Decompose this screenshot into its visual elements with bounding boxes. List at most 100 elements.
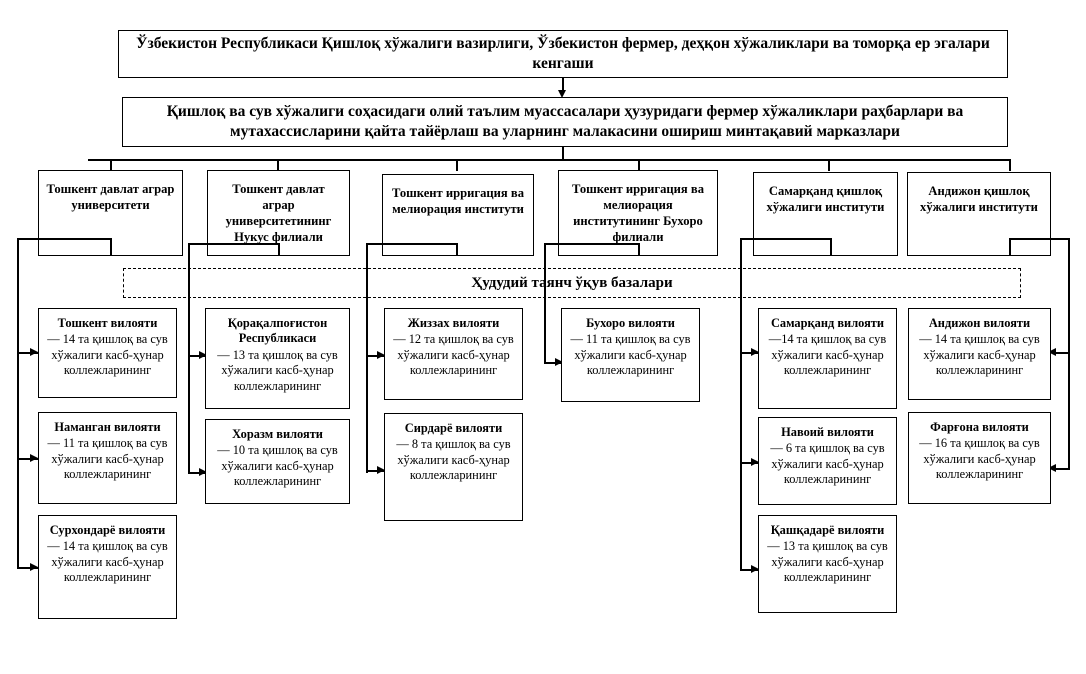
region-box[interactable]: Фарғона вилояти — 16 та қишлоқ ва сув хў… [908, 412, 1051, 504]
region-title: Фарғона вилояти [930, 420, 1029, 434]
route-inst4-out [544, 243, 640, 245]
feed-col1-row3 [17, 567, 39, 569]
arrow-col4-row1 [555, 358, 563, 366]
arrow-col5-row1 [751, 348, 759, 356]
rail-col2 [188, 243, 190, 473]
feed-col3-row1 [366, 355, 384, 357]
region-box[interactable]: Тошкент вилояти — 14 та қишлоқ ва сув хў… [38, 308, 177, 398]
region-box[interactable]: Сурхондарё вилояти — 14 та қишлоқ ва сув… [38, 515, 177, 619]
region-desc: — 6 та қишлоқ ва сув хўжалиги касб-ҳунар… [770, 441, 885, 487]
institution-label: Тошкент давлат аграр университети [46, 182, 175, 213]
route-inst6-out [1009, 238, 1069, 240]
route-inst3-out [366, 243, 458, 245]
arrow-col1-row1 [30, 348, 38, 356]
region-desc: —14 та қишлоқ ва сув хўжалиги касб-ҳунар… [768, 332, 887, 378]
region-title: Андижон вилояти [928, 316, 1031, 330]
ministry-label: Ўзбекистон Республикаси Қишлоқ хўжалиги … [136, 35, 990, 72]
region-title: Қорақалпоғистон Республикаси [227, 316, 328, 346]
route-inst5-down [830, 238, 832, 256]
region-desc: — 14 та қишлоқ ва сув хўжалиги касб-ҳуна… [47, 332, 168, 378]
region-desc: — 13 та қишлоқ ва сув хўжалиги касб-ҳуна… [217, 347, 338, 393]
region-desc: — 16 та қишлоқ ва сув хўжалиги касб-ҳуна… [919, 436, 1040, 482]
feed-col5-row3 [740, 569, 758, 571]
route-inst5-out [740, 238, 832, 240]
region-box[interactable]: Қашқадарё вилояти — 13 та қишлоқ ва сув … [758, 515, 897, 613]
institution-label: Тошкент давлат аграр университетининг Ну… [225, 182, 332, 245]
region-box[interactable]: Жиззах вилояти — 12 та қишлоқ ва сув хўж… [384, 308, 523, 400]
drop-institution-5 [828, 159, 830, 171]
drop-institution-2 [277, 159, 279, 171]
region-box[interactable]: Бухоро вилояти — 11 та қишлоқ ва сув хўж… [561, 308, 700, 402]
rail-col6 [1068, 238, 1070, 470]
feed-col6-row1 [1052, 352, 1070, 354]
route-inst2-down [278, 243, 280, 256]
feed-col4-row1 [544, 362, 562, 364]
drop-institution-1 [110, 159, 112, 171]
region-desc: — 11 та қишлоқ ва сув хўжалиги касб-ҳуна… [570, 332, 691, 378]
region-box[interactable]: Сирдарё вилояти — 8 та қишлоқ ва сув хўж… [384, 413, 523, 521]
region-box[interactable]: Наманган вилояти — 11 та қишлоқ ва сув х… [38, 412, 177, 504]
region-box[interactable]: Хоразм вилояти — 10 та қишлоқ ва сув хўж… [205, 419, 350, 504]
arrow-col6-row1 [1048, 348, 1056, 356]
rail-col1 [17, 238, 19, 568]
route-inst3-down [456, 243, 458, 256]
connector-ministry-to-centers [562, 78, 564, 94]
institution-box-6[interactable]: Андижон қишлоқ хўжалиги институти [907, 172, 1051, 256]
arrow-col2-row2 [199, 468, 207, 476]
feed-col2-row2 [188, 472, 206, 474]
institution-label: Самарқанд қишлоқ хўжалиги институти [766, 184, 885, 215]
region-desc: — 12 та қишлоқ ва сув хўжалиги касб-ҳуна… [393, 332, 514, 378]
route-inst1-down [110, 238, 112, 256]
institution-label: Тошкент ирригация ва мелиорация институт… [572, 182, 704, 245]
regional-centers-label: Қишлоқ ва сув хўжалиги соҳасидаги олий т… [166, 103, 964, 140]
region-title: Қашқадарё вилояти [770, 523, 885, 537]
arrow-col1-row3 [30, 563, 38, 571]
region-title: Жиззах вилояти [407, 316, 500, 330]
feed-col2-row1 [188, 355, 206, 357]
region-desc: — 13 та қишлоқ ва сув хўжалиги касб-ҳуна… [767, 539, 888, 585]
route-inst4-down [638, 243, 640, 256]
arrow-col5-row3 [751, 565, 759, 573]
feed-col6-row2 [1052, 468, 1070, 470]
region-title: Самарқанд вилояти [770, 316, 885, 330]
region-box[interactable]: Навоий вилояти — 6 та қишлоқ ва сув хўжа… [758, 417, 897, 505]
arrow-col2-row1 [199, 351, 207, 359]
institution-box-4[interactable]: Тошкент ирригация ва мелиорация институт… [558, 170, 718, 256]
ministry-box[interactable]: Ўзбекистон Республикаси Қишлоқ хўжалиги … [118, 30, 1008, 78]
route-inst1-out [17, 238, 112, 240]
institution-box-5[interactable]: Самарқанд қишлоқ хўжалиги институти [753, 172, 898, 256]
arrow-ministry-to-centers [558, 90, 566, 98]
feed-col5-row1 [740, 352, 758, 354]
rail-col3 [366, 243, 368, 473]
arrow-col3-row1 [377, 351, 385, 359]
region-title: Бухоро вилояти [586, 316, 675, 330]
region-desc: — 14 та қишлоқ ва сув хўжалиги касб-ҳуна… [47, 539, 168, 585]
region-desc: — 11 та қишлоқ ва сув хўжалиги касб-ҳуна… [47, 436, 168, 482]
training-bases-band[interactable]: Ҳудудий таянч ўқув базалари [123, 268, 1021, 298]
drop-institution-3 [456, 159, 458, 171]
region-box[interactable]: Қорақалпоғистон Республикаси — 13 та қиш… [205, 308, 350, 409]
drop-institution-4 [638, 159, 640, 171]
region-title: Сурхондарё вилояти [49, 523, 166, 537]
institution-label: Андижон қишлоқ хўжалиги институти [920, 184, 1038, 215]
feed-col5-row2 [740, 462, 758, 464]
route-inst6-down [1009, 238, 1011, 256]
region-desc: — 10 та қишлоқ ва сув хўжалиги касб-ҳуна… [217, 443, 338, 489]
region-box[interactable]: Самарқанд вилояти —14 та қишлоқ ва сув х… [758, 308, 897, 409]
feed-col3-row2 [366, 470, 384, 472]
institution-bus-line [88, 159, 1010, 161]
regional-centers-box[interactable]: Қишлоқ ва сув хўжалиги соҳасидаги олий т… [122, 97, 1008, 147]
region-desc: — 14 та қишлоқ ва сув хўжалиги касб-ҳуна… [919, 332, 1040, 378]
rail-col4 [544, 243, 546, 363]
training-bases-label: Ҳудудий таянч ўқув базалари [471, 274, 673, 291]
region-title: Тошкент вилояти [57, 316, 158, 330]
arrow-col1-row2 [30, 454, 38, 462]
institution-box-3[interactable]: Тошкент ирригация ва мелиорация институт… [382, 174, 534, 256]
region-desc: — 8 та қишлоқ ва сув хўжалиги касб-ҳунар… [396, 437, 511, 483]
region-title: Хоразм вилояти [232, 427, 323, 441]
region-box[interactable]: Андижон вилояти — 14 та қишлоқ ва сув хў… [908, 308, 1051, 400]
rail-col5 [740, 238, 742, 570]
region-title: Сирдарё вилояти [404, 421, 503, 435]
feed-col1-row1 [17, 352, 39, 354]
